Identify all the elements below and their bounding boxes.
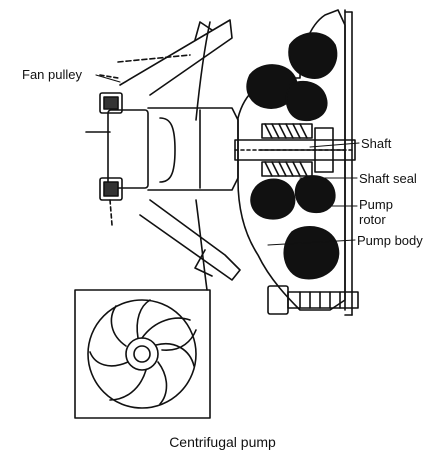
pulley-hub [85, 107, 239, 191]
shaft [234, 139, 356, 161]
fan-blade-upper [99, 19, 233, 121]
leader-lines [95, 74, 360, 246]
fan-blade-lower [109, 199, 241, 291]
pulley-bolt-top [99, 92, 123, 114]
label-shaft: Shaft [361, 136, 392, 151]
mounting-bolt [267, 285, 359, 315]
label-shaft-seal: Shaft seal [359, 171, 417, 186]
label-pump-body: Pump body [357, 233, 423, 248]
figure-caption: Centrifugal pump [169, 434, 276, 450]
impeller-detail-box [74, 289, 211, 419]
pulley-bolt-bottom [99, 177, 123, 201]
label-fan-pulley: Fan pulley [22, 67, 82, 82]
bearing-seal-assembly [261, 123, 334, 177]
label-pump-rotor: Pump rotor [359, 197, 393, 227]
water-passages [246, 32, 340, 280]
